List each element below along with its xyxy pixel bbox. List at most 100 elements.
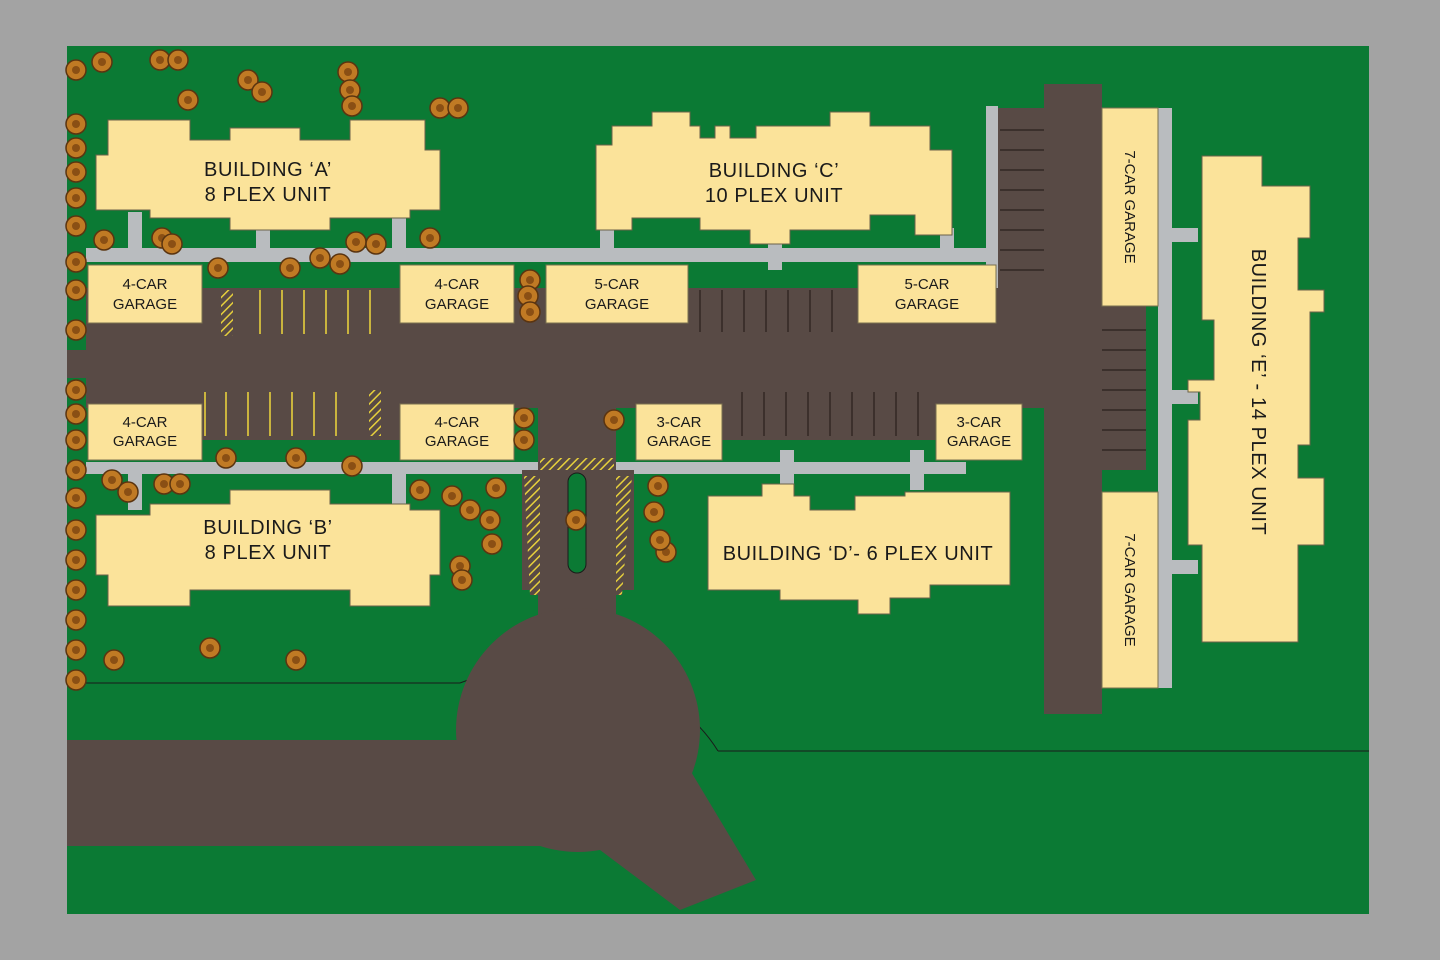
tree-icon (91, 51, 113, 73)
tree-icon (103, 649, 125, 671)
tree-icon (65, 137, 87, 159)
tree-icon (285, 649, 307, 671)
garage-4car-bottom-left-size: 4-CAR (122, 414, 167, 431)
tree-icon (65, 187, 87, 209)
garage-5car-top-right-size: 5-CAR (904, 276, 949, 293)
building-b[interactable]: BUILDING ‘B’ 8 PLEX UNIT (95, 489, 441, 607)
tree-icon (345, 231, 367, 253)
tree-icon (341, 95, 363, 117)
tree-icon (65, 609, 87, 631)
garage-4car-top-left-size: 4-CAR (122, 276, 167, 293)
tree-icon (199, 637, 221, 659)
tree-icon (65, 279, 87, 301)
building-c[interactable]: BUILDING ‘C’ 10 PLEX UNIT (595, 111, 953, 245)
tree-icon (251, 81, 273, 103)
tree-icon (513, 407, 535, 429)
tree-icon (65, 459, 87, 481)
tree-icon (513, 429, 535, 451)
tree-icon (169, 473, 191, 495)
garage-5car-top-right[interactable]: 5-CAR GARAGE (857, 264, 997, 324)
tree-icon (329, 253, 351, 275)
garage-4car-bottom-mid-size: 4-CAR (434, 414, 479, 431)
garage-3car-bottom-mid[interactable]: 3-CAR GARAGE (635, 403, 723, 461)
garage-5car-top-right-type: GARAGE (895, 296, 959, 313)
tree-icon (565, 509, 587, 531)
garage-4car-bottom-left[interactable]: 4-CAR GARAGE (87, 403, 203, 461)
building-e[interactable]: BUILDING ‘E’ - 14 PLEX UNIT (1187, 155, 1325, 643)
tree-icon (161, 233, 183, 255)
tree-icon (429, 97, 451, 119)
walkways (86, 106, 1198, 688)
tree-icon (447, 97, 469, 119)
garage-4car-top-mid-size: 4-CAR (434, 276, 479, 293)
tree-icon (647, 475, 669, 497)
tree-icon (409, 479, 431, 501)
garage-5car-top-mid-size: 5-CAR (594, 276, 639, 293)
parking-top-left (200, 288, 400, 328)
garage-7car-lower-label: 7-CAR GARAGE (1121, 533, 1138, 646)
garage-7car-upper-label: 7-CAR GARAGE (1121, 150, 1138, 263)
tree-icon (65, 379, 87, 401)
garage-3car-bottom-right[interactable]: 3-CAR GARAGE (935, 403, 1023, 461)
garage-4car-top-mid[interactable]: 4-CAR GARAGE (399, 264, 515, 324)
tree-icon (419, 227, 441, 249)
building-d[interactable]: BUILDING ‘D’- 6 PLEX UNIT (707, 483, 1011, 615)
garage-5car-top-mid[interactable]: 5-CAR GARAGE (545, 264, 689, 324)
tree-icon (337, 61, 359, 83)
garage-7car-upper[interactable]: 7-CAR GARAGE (1101, 107, 1159, 307)
building-a[interactable]: BUILDING ‘A’ 8 PLEX UNIT (95, 119, 441, 231)
tree-icon (65, 429, 87, 451)
tree-icon (215, 447, 237, 469)
building-b-name: BUILDING ‘B’ (203, 517, 332, 539)
building-a-units: 8 PLEX UNIT (205, 184, 332, 206)
building-c-units: 10 PLEX UNIT (705, 185, 843, 207)
access-road (67, 740, 587, 846)
east-spine (1100, 300, 1146, 470)
tree-icon (441, 485, 463, 507)
tree-icon (207, 257, 229, 279)
left-stub (67, 350, 87, 378)
garage-3car-bottom-mid-type: GARAGE (647, 433, 711, 450)
garage-4car-top-mid-type: GARAGE (425, 296, 489, 313)
tree-icon (65, 251, 87, 273)
tree-icon (177, 89, 199, 111)
tree-icon (481, 533, 503, 555)
building-d-label: BUILDING ‘D’- 6 PLEX UNIT (723, 543, 994, 565)
tree-icon (341, 455, 363, 477)
building-c-name: BUILDING ‘C’ (709, 160, 840, 182)
tree-icon (65, 161, 87, 183)
garage-5car-top-mid-type: GARAGE (585, 296, 649, 313)
east-drive-cap-low (1056, 685, 1088, 713)
building-e-label: BUILDING ‘E’ - 14 PLEX UNIT (1247, 249, 1269, 536)
tree-icon (643, 501, 665, 523)
tree-icon (451, 569, 473, 591)
garage-4car-bottom-mid-type: GARAGE (425, 433, 489, 450)
tree-icon (65, 519, 87, 541)
garage-4car-bottom-mid[interactable]: 4-CAR GARAGE (399, 403, 515, 461)
tree-icon (65, 669, 87, 691)
tree-icon (149, 49, 171, 71)
east-drive-cap (1056, 84, 1088, 114)
garage-3car-bottom-right-size: 3-CAR (956, 414, 1001, 431)
garage-4car-top-left[interactable]: 4-CAR GARAGE (87, 264, 203, 324)
tree-icon (65, 319, 87, 341)
hatch-markings (221, 290, 632, 595)
tree-icon (485, 477, 507, 499)
tree-icon (459, 499, 481, 521)
tree-icon (167, 49, 189, 71)
garage-7car-lower[interactable]: 7-CAR GARAGE (1101, 491, 1159, 689)
tree-icon (65, 215, 87, 237)
tree-icon (93, 229, 115, 251)
tree-icon (309, 247, 331, 269)
garage-3car-bottom-mid-size: 3-CAR (656, 414, 701, 431)
parking-bottom-left (200, 390, 400, 440)
building-b-units: 8 PLEX UNIT (205, 542, 332, 564)
tree-icon (65, 549, 87, 571)
east-drive (1044, 84, 1102, 714)
tree-icon (65, 403, 87, 425)
tree-icon (479, 509, 501, 531)
parking-top-mid (688, 288, 858, 333)
tree-icon (519, 301, 541, 323)
tree-icon (279, 257, 301, 279)
